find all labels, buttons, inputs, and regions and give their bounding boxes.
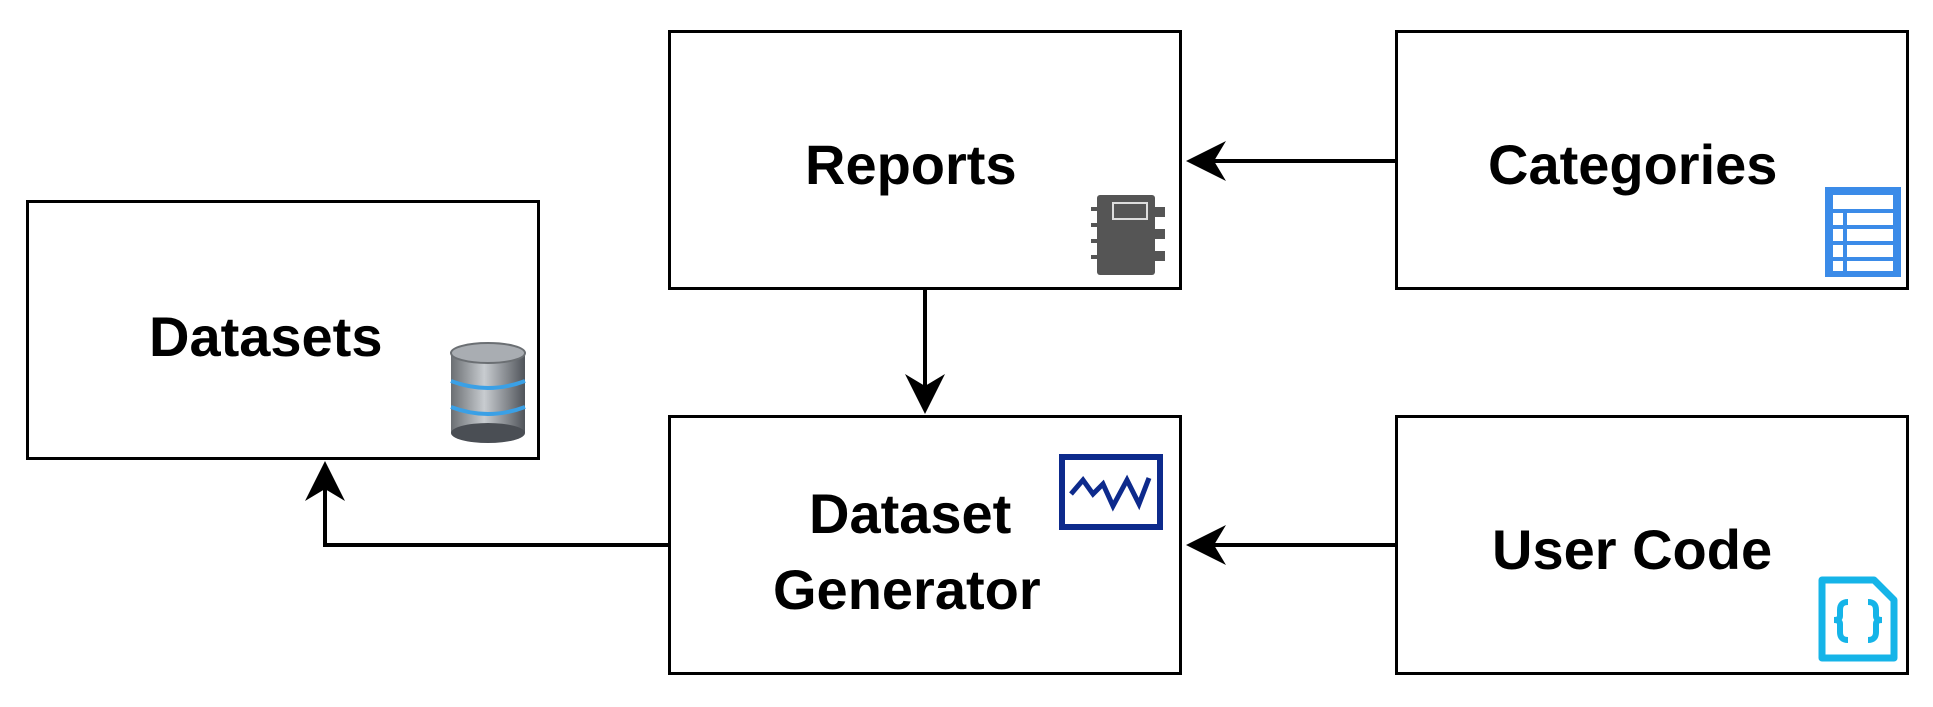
dataset-generator-label-line2: Generator — [773, 558, 1041, 621]
arrow-generator-to-datasets — [305, 461, 668, 547]
database-icon — [450, 342, 526, 443]
line-chart-icon — [1059, 454, 1163, 530]
categories-node[interactable]: Categories — [1395, 30, 1909, 290]
datasets-node[interactable]: Datasets — [26, 200, 540, 460]
dataset-generator-node[interactable]: Dataset Generator — [668, 415, 1182, 675]
dataset-generator-label-line1: Dataset — [809, 482, 1012, 545]
datasets-label: Datasets — [149, 305, 383, 368]
user-code-label: User Code — [1492, 518, 1773, 581]
notebook-icon — [1091, 195, 1165, 275]
reports-label: Reports — [805, 133, 1017, 196]
code-file-icon — [1818, 576, 1898, 662]
list-icon — [1825, 187, 1901, 277]
user-code-node[interactable]: User Code — [1395, 415, 1909, 675]
categories-label: Categories — [1488, 133, 1778, 196]
reports-node[interactable]: Reports — [668, 30, 1182, 290]
